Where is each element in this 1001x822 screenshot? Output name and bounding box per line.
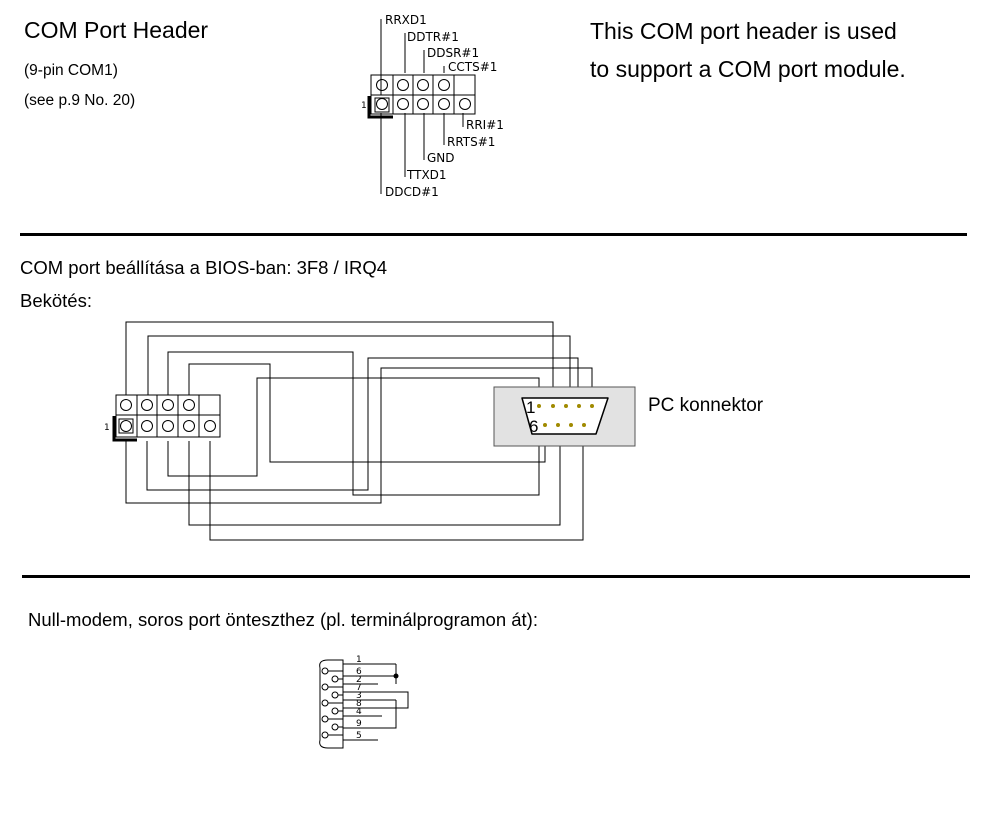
wiring-header-pin1-label: 1 bbox=[104, 423, 110, 433]
section-title: COM Port Header bbox=[24, 17, 209, 43]
wiring-lines bbox=[125, 321, 593, 541]
junction-dot bbox=[393, 673, 399, 679]
divider-top bbox=[20, 233, 967, 236]
null-modem-title: Null-modem, soros port önteszthez (pl. t… bbox=[28, 609, 538, 630]
com-header-diagram bbox=[367, 19, 476, 194]
connector-pin6-label: 6 bbox=[529, 417, 538, 436]
null-modem-diagram bbox=[319, 659, 409, 749]
header-pin1-label: 1 bbox=[361, 101, 367, 111]
page-reference: (see p.9 No. 20) bbox=[24, 92, 136, 109]
nm-pin-9: 9 bbox=[356, 719, 362, 729]
nm-pin-5: 5 bbox=[356, 731, 362, 741]
pin-label-ddtr1: DDTR#1 bbox=[407, 30, 459, 44]
pin-label-ttxd1: TTXD1 bbox=[406, 168, 447, 182]
nm-pin-2: 2 bbox=[356, 675, 362, 685]
nm-pin-4: 4 bbox=[356, 707, 362, 717]
bios-setting-text: COM port beállítása a BIOS-ban: 3F8 / IR… bbox=[20, 257, 388, 278]
pc-db9-connector bbox=[493, 386, 636, 447]
pin-label-rrxd1: RRXD1 bbox=[385, 13, 427, 27]
divider-bottom bbox=[22, 575, 970, 578]
pin-label-ddcd1: DDCD#1 bbox=[385, 185, 439, 199]
nm-pin-8: 8 bbox=[356, 699, 362, 709]
nm-pin-7: 7 bbox=[356, 683, 362, 693]
pin-label-ccts1: CCTS#1 bbox=[448, 60, 497, 74]
nm-pin-3: 3 bbox=[356, 691, 362, 701]
nm-pin-1: 1 bbox=[356, 655, 362, 665]
null-modem-pin-labels: 1 6 2 7 3 8 4 9 5 bbox=[356, 655, 362, 741]
pin-label-rri1: RRI#1 bbox=[466, 118, 504, 132]
wiring-header bbox=[112, 394, 221, 442]
com-port-subtitle: (9-pin COM1) bbox=[24, 62, 118, 79]
nm-pin-6: 6 bbox=[356, 667, 362, 677]
pin-label-ddsr1: DDSR#1 bbox=[427, 46, 479, 60]
connector-pin1-label: 1 bbox=[526, 398, 535, 417]
description-line-1: This COM port header is used bbox=[590, 18, 897, 44]
pc-connector-label: PC konnektor bbox=[648, 395, 764, 416]
wiring-label: Bekötés: bbox=[20, 290, 92, 311]
description-line-2: to support a COM port module. bbox=[590, 56, 906, 82]
pin-label-rrts1: RRTS#1 bbox=[447, 135, 495, 149]
connector-pins bbox=[537, 404, 594, 427]
pin-label-gnd: GND bbox=[427, 151, 455, 165]
